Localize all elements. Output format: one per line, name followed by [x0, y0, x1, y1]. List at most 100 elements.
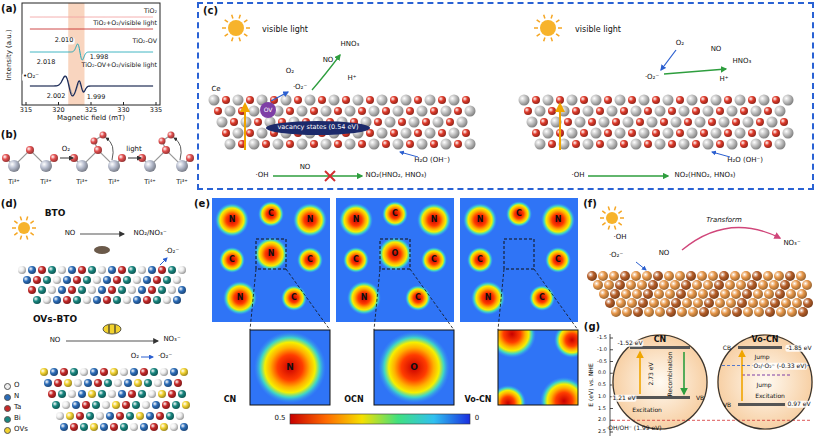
atom-sphere	[174, 379, 182, 387]
colorbar-value: 0	[475, 415, 479, 423]
atom-sphere	[414, 96, 422, 104]
band-edge	[630, 396, 690, 399]
legend-text: OVs	[14, 426, 28, 434]
atom-sphere	[63, 296, 71, 304]
atom-sphere	[108, 390, 116, 398]
sun-ray	[537, 20, 540, 22]
atom-sphere	[627, 298, 637, 308]
reaction-arrow	[128, 158, 141, 159]
axis-tick	[58, 102, 59, 105]
panel-letter: (e)	[194, 198, 210, 209]
sun-ray	[534, 27, 538, 29]
atom-sphere	[222, 129, 230, 137]
atom-sphere	[596, 140, 604, 148]
atom-sphere	[164, 379, 172, 387]
atom-sphere	[787, 307, 797, 317]
atom-sphere	[225, 106, 236, 117]
atom-sphere	[740, 140, 748, 148]
atom-sphere	[775, 289, 785, 299]
vacancy-label: OV	[264, 107, 273, 114]
atom-sphere	[377, 95, 388, 106]
atom-sphere	[318, 96, 326, 104]
atom-sphere	[588, 118, 596, 126]
atom-sphere	[113, 276, 121, 284]
tick-label: 325	[85, 107, 97, 114]
atom-sphere	[643, 289, 653, 299]
atom-sphere	[78, 266, 86, 274]
atom-sphere	[666, 307, 676, 317]
atom-sphere	[638, 298, 648, 308]
zoom-line	[374, 269, 380, 330]
sun-ray	[30, 233, 33, 235]
atom-sphere	[401, 128, 412, 139]
atom-sphere	[763, 271, 773, 281]
atom-sphere	[686, 271, 696, 281]
electron-arrow	[106, 138, 113, 160]
atom-sphere	[649, 298, 659, 308]
atom-sphere	[621, 289, 631, 299]
atom-sphere	[698, 289, 708, 299]
atom-sphere	[66, 412, 74, 420]
species-label: NO	[300, 164, 311, 172]
atom-sphere	[158, 390, 166, 398]
atom-sphere	[642, 271, 652, 281]
atom-symbol: C	[291, 294, 297, 303]
sun-ray	[225, 34, 228, 36]
atom-sphere	[382, 107, 390, 115]
map-name: Vo-CN	[464, 396, 491, 405]
atom-sphere	[140, 423, 148, 431]
atom-sphere	[684, 118, 692, 126]
atom-symbol: C	[516, 210, 522, 219]
atom-sphere	[310, 107, 318, 115]
atom-sphere	[321, 139, 332, 150]
legend-swatch	[4, 427, 11, 434]
atom-symbol: C	[307, 256, 313, 265]
sun-ray	[232, 15, 233, 19]
electron-arrow	[141, 357, 153, 358]
atom-sphere	[708, 118, 716, 126]
reagent-label: O₂	[62, 146, 70, 154]
legend-text: Bi	[14, 415, 21, 423]
atom-sphere	[687, 128, 698, 139]
atom-sphere	[671, 117, 682, 128]
atom-sphere	[233, 95, 244, 106]
atom-sphere	[697, 271, 707, 281]
species-label: NO	[50, 337, 61, 345]
atom-sphere	[168, 266, 176, 274]
atom-sphere	[246, 129, 254, 137]
atom-sphere	[607, 106, 618, 117]
legend-text: TiO₂+O₂/visible light	[93, 20, 157, 27]
atom-sphere	[138, 390, 146, 398]
density-blob	[540, 377, 578, 405]
atom-sphere	[225, 139, 236, 150]
legend-text: TiO₂	[144, 8, 157, 15]
axis-tick	[610, 349, 613, 350]
zoom-frame	[250, 330, 330, 405]
atom-sphere	[587, 271, 597, 281]
sun-icon	[540, 20, 556, 36]
density-blob	[382, 201, 408, 227]
contour-map	[460, 198, 578, 322]
atom-sphere	[76, 412, 84, 420]
sun-ray	[26, 217, 27, 221]
tick-label: 0.0	[598, 371, 606, 377]
tick-label: 315	[20, 107, 32, 114]
zoom-line	[410, 269, 454, 330]
blocked-mark	[325, 171, 335, 181]
atom-sphere	[345, 139, 356, 150]
sun-ray	[614, 226, 615, 230]
ion-label: Ti³⁺	[176, 179, 188, 186]
atom-symbol: C	[392, 210, 398, 219]
atom-sphere	[543, 128, 554, 139]
g-value: 2.018	[36, 59, 57, 66]
species-label: O₂	[286, 68, 294, 76]
atom-sphere	[53, 276, 61, 284]
axis-tick	[610, 408, 613, 409]
zoom-marker	[504, 239, 534, 269]
legend-swatch	[4, 394, 11, 401]
atom-sphere	[153, 276, 161, 284]
band-edge	[738, 346, 782, 349]
atom-sphere	[118, 286, 126, 294]
species-label: O₂	[131, 353, 139, 361]
atom-sphere	[785, 271, 795, 281]
